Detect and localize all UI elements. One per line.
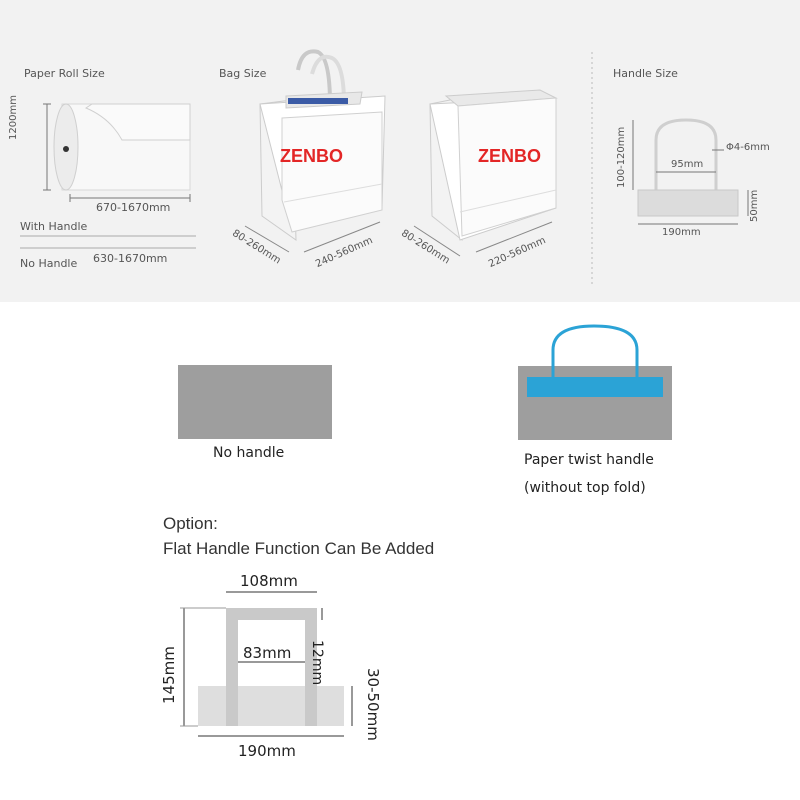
twist-handle-caption-line1: Paper twist handle [524,452,654,468]
height-option-label: 145mm [160,646,178,704]
brand-logo-2: ZENBO [478,146,541,166]
paper-roll-illustration [53,103,191,191]
handle-size-illustration [637,118,739,217]
no-handle-caption: No handle [213,445,285,461]
flat-handle-illustration [198,608,344,726]
paper-roll-title: Paper Roll Size [24,67,105,80]
handle-width-option-label: 12mm [309,640,325,686]
with-handle-label: With Handle [20,220,88,233]
handle-band-height-label: 50mm [749,189,760,222]
handle-height-label: 100-120mm [616,126,627,188]
roll-width-label: 670-1670mm [96,201,171,214]
option-title-line1: Option: [163,514,218,533]
bag-size-title: Bag Size [219,67,267,80]
handle-diameter-label: Φ4-6mm [726,142,770,153]
option-title-line2: Flat Handle Function Can Be Added [163,539,435,558]
inner-width-option-label: 83mm [243,644,292,662]
handle-inner-width-label: 95mm [671,159,704,170]
handle-width-label: 190mm [662,227,701,238]
brand-logo-1: ZENBO [280,146,343,166]
twist-handle-caption-line2: (without top fold) [524,480,646,496]
twist-handle-bag-shape [518,324,672,440]
band-height-option-label: 30-50mm [364,668,382,741]
bag-with-handle-illustration [259,49,386,241]
no-handle-width-label: 630-1670mm [93,252,168,265]
no-handle-label: No Handle [20,257,78,270]
base-width-option-label: 190mm [238,742,296,760]
roll-height-label: 1200mm [8,95,19,140]
bag-no-handle-illustration [429,89,558,242]
outer-width-label: 108mm [240,572,298,590]
no-handle-bag-shape [178,365,332,439]
handle-size-title: Handle Size [613,67,678,80]
